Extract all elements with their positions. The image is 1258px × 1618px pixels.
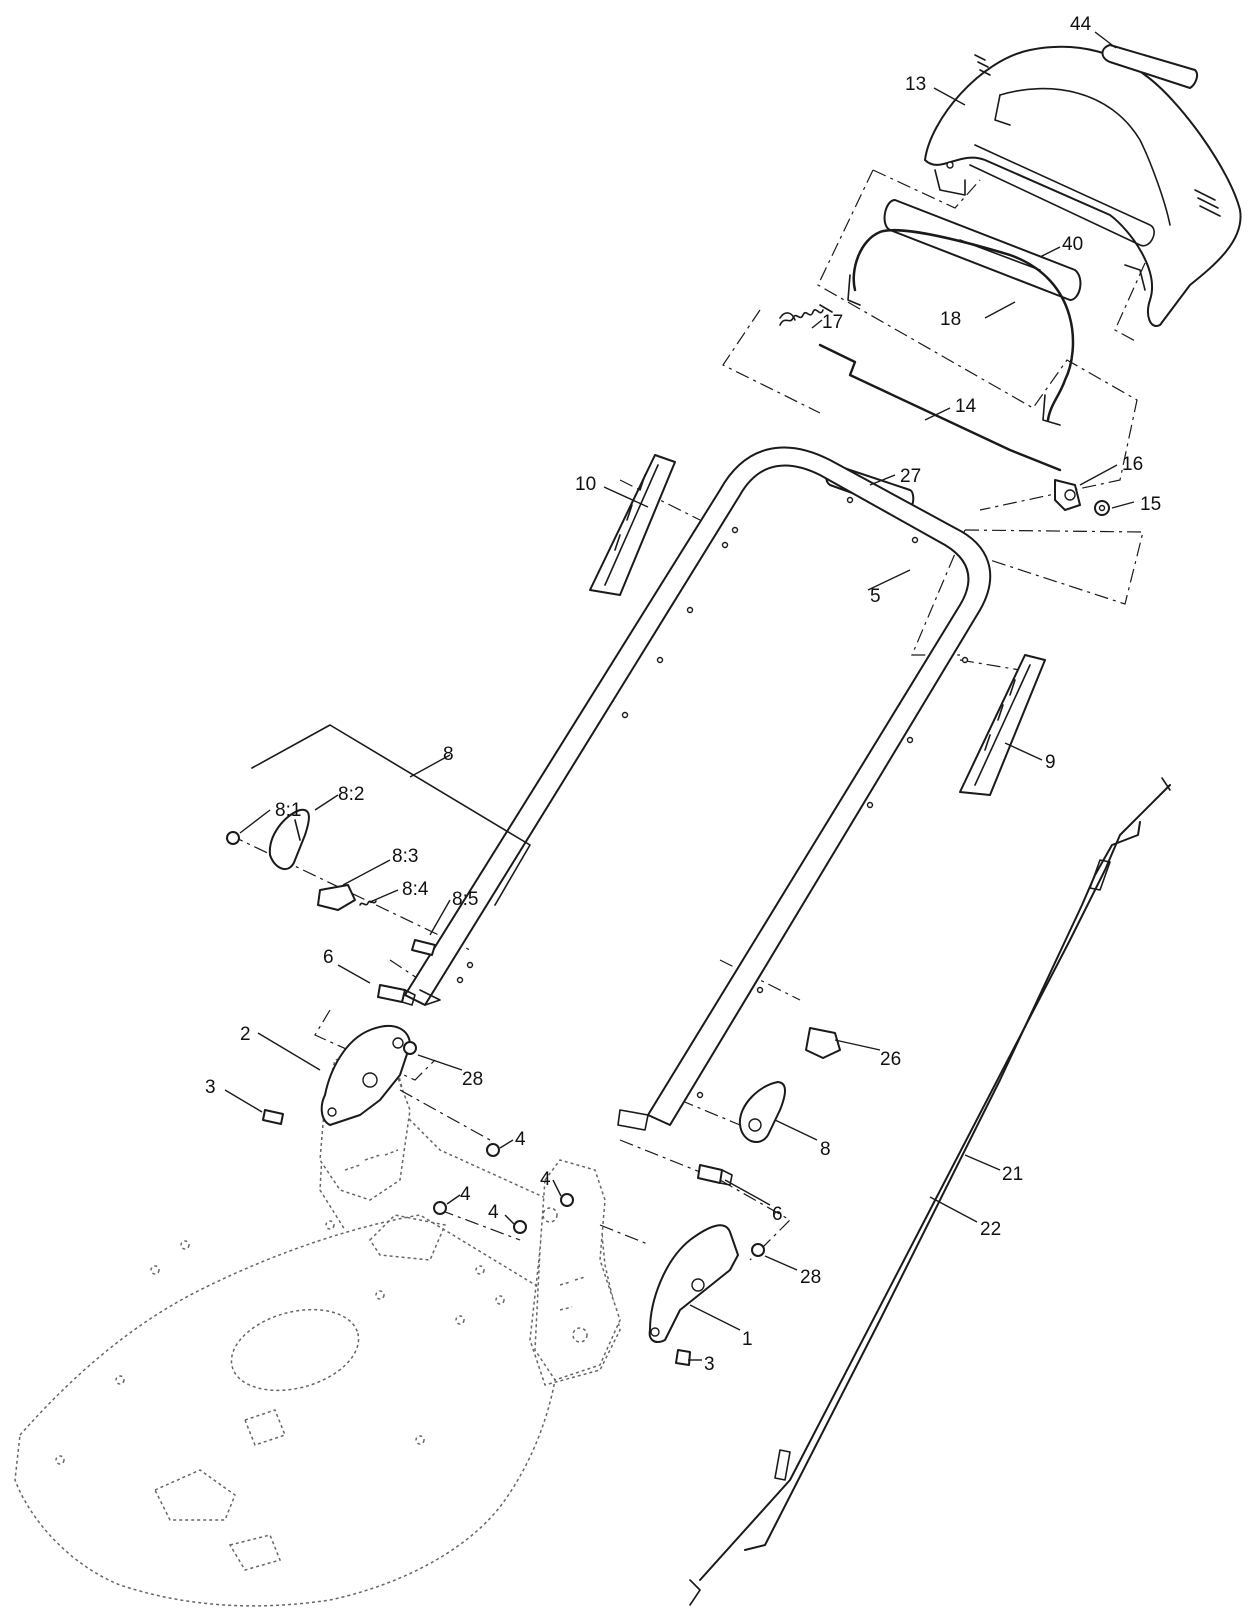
callout-17: 17	[822, 312, 843, 333]
callout-4-d: 4	[488, 1202, 499, 1223]
callout-21: 21	[1002, 1164, 1023, 1185]
callout-6-right: 6	[772, 1204, 783, 1225]
callout-3-left: 3	[205, 1077, 216, 1098]
callout-28-right: 28	[800, 1267, 821, 1288]
knob-pin	[411, 939, 436, 956]
callout-13: 13	[905, 74, 926, 95]
cable-21	[699, 777, 1171, 1581]
bail-bar	[847, 228, 1075, 426]
cable-guide-right	[959, 654, 1046, 796]
callout-8-assembly: 8	[443, 744, 454, 765]
callout-8-4: 8:4	[402, 879, 429, 900]
callout-4-b: 4	[460, 1184, 471, 1205]
callout-2: 2	[240, 1024, 251, 1045]
mount-bracket-right	[648, 1224, 739, 1343]
callout-9: 9	[1045, 752, 1056, 773]
cable-guide-left	[589, 454, 676, 596]
main-handle-frame	[404, 446, 992, 1131]
grip-pad	[1101, 44, 1199, 89]
callout-8-1: 8:1	[275, 800, 301, 821]
callout-10: 10	[575, 474, 596, 495]
callout-1: 1	[742, 1329, 753, 1350]
callout-28-left: 28	[462, 1069, 483, 1090]
callout-27: 27	[900, 466, 921, 487]
control-rod	[818, 343, 1062, 472]
callout-22: 22	[980, 1219, 1001, 1240]
washer	[1094, 500, 1110, 516]
callout-3-right: 3	[704, 1354, 715, 1375]
callout-5: 5	[870, 586, 881, 607]
bushing	[1054, 479, 1081, 511]
leader-lines	[224, 31, 1135, 1361]
callout-8-3: 8:3	[392, 846, 418, 867]
pin-left	[377, 984, 416, 1006]
knob-lever	[268, 808, 310, 870]
upper-handle-grip	[924, 45, 1242, 327]
callout-8-right: 8	[820, 1139, 831, 1160]
callout-4-c: 4	[540, 1169, 551, 1190]
mount-bracket-left	[320, 1025, 411, 1126]
callout-18: 18	[940, 309, 961, 330]
handle-bushing	[805, 1027, 841, 1059]
callout-40: 40	[1062, 234, 1083, 255]
pin-right	[697, 1164, 733, 1186]
knob-right	[738, 1081, 786, 1144]
callout-8-5: 8:5	[452, 889, 478, 910]
callout-8-2: 8:2	[338, 784, 364, 805]
callout-26: 26	[880, 1049, 901, 1070]
knob-washer	[226, 831, 240, 845]
callout-4-a: 4	[515, 1129, 526, 1150]
callout-14: 14	[955, 396, 977, 417]
callout-15: 15	[1140, 494, 1161, 515]
knob-assembly-bracket	[251, 724, 531, 906]
cable-22	[689, 821, 1141, 1606]
callout-16: 16	[1122, 454, 1143, 475]
mower-deck-ghost	[14, 1059, 621, 1607]
callout-6-left: 6	[323, 947, 334, 968]
knob-spring	[359, 900, 377, 906]
bolt-right	[675, 1349, 691, 1366]
callout-44: 44	[1070, 14, 1092, 35]
bail-cover	[883, 199, 1082, 301]
knob-body	[317, 884, 356, 911]
spring	[779, 304, 833, 326]
bolt-left	[262, 1109, 284, 1125]
nuts	[403, 1041, 765, 1257]
callout-labels: 44 13 40 18 17 14 16 15 10 27 5 9 8 8:1 …	[205, 14, 1161, 1375]
